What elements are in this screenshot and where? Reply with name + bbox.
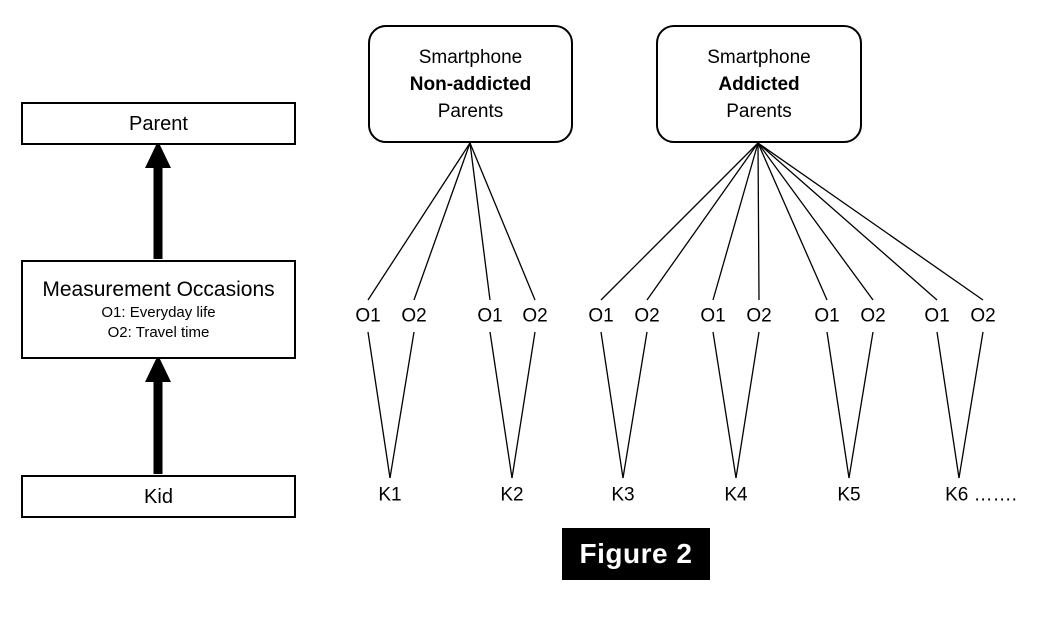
occasion-node-6: O2 bbox=[634, 305, 660, 327]
occasion-node-2: O2 bbox=[401, 305, 427, 327]
occasion-node-7: O1 bbox=[700, 305, 726, 327]
connectors-occasions-to-kids bbox=[367, 331, 984, 479]
connectors-nonaddicted-parent-to-occasions bbox=[367, 142, 536, 301]
kid-node-k2: K2 bbox=[500, 484, 524, 506]
parent-box-label: Parent bbox=[129, 112, 188, 135]
kid-node-k4: K4 bbox=[724, 484, 748, 506]
measurement-occasion-o2: O2: Travel time bbox=[107, 323, 210, 341]
kid-node-k3: K3 bbox=[611, 484, 635, 506]
non-addicted-line-parents: Parents bbox=[437, 100, 504, 122]
kid-box-label: Kid bbox=[144, 485, 173, 508]
occasion-node-4: O2 bbox=[522, 305, 548, 327]
kid-node-k5: K5 bbox=[837, 484, 861, 506]
addicted-line-parents: Parents bbox=[726, 100, 792, 122]
addicted-line-smartphone: Smartphone bbox=[707, 46, 811, 68]
occasion-node-8: O2 bbox=[746, 305, 772, 327]
non-addicted-line-status: Non-addicted bbox=[409, 73, 532, 95]
non-addicted-line-smartphone: Smartphone bbox=[418, 46, 523, 68]
addicted-line-status: Addicted bbox=[718, 73, 800, 95]
measurement-occasions-box: Measurement Occasions O1: Everyday life … bbox=[21, 260, 296, 359]
occasion-node-11: O1 bbox=[924, 305, 950, 327]
measurement-occasions-title: Measurement Occasions bbox=[42, 277, 275, 301]
group-box-non-addicted-parents: Smartphone Non-addicted Parents bbox=[368, 25, 573, 143]
arrow-measurement-to-parent bbox=[145, 141, 171, 259]
occasion-node-10: O2 bbox=[860, 305, 886, 327]
occasion-node-5: O1 bbox=[588, 305, 614, 327]
kid-node-k1: K1 bbox=[378, 484, 402, 506]
occasion-node-9: O1 bbox=[814, 305, 840, 327]
parent-box: Parent bbox=[21, 102, 296, 145]
occasion-node-1: O1 bbox=[355, 305, 381, 327]
occasion-node-12: O2 bbox=[970, 305, 996, 327]
connectors-addicted-parent-to-occasions bbox=[600, 142, 984, 301]
kid-node-k6: K6 ……. bbox=[945, 484, 1017, 506]
kid-box: Kid bbox=[21, 475, 296, 518]
measurement-occasion-o1: O1: Everyday life bbox=[101, 303, 216, 321]
occasion-node-3: O1 bbox=[477, 305, 503, 327]
group-box-addicted-parents: Smartphone Addicted Parents bbox=[656, 25, 862, 143]
arrow-kid-to-measurement bbox=[145, 355, 171, 474]
figure-caption: Figure 2 bbox=[562, 528, 710, 580]
